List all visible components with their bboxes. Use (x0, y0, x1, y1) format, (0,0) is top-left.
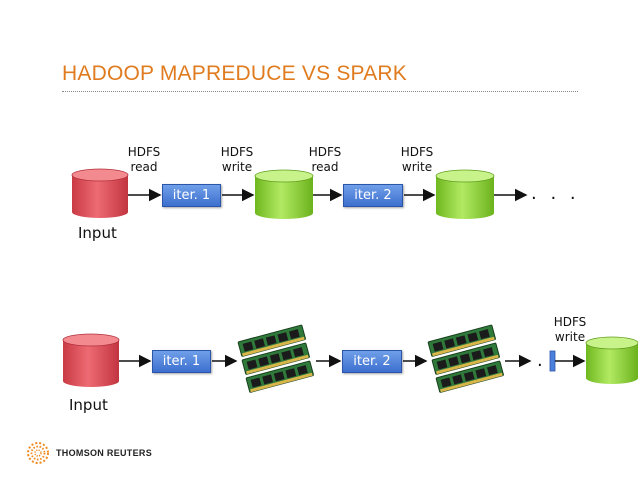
hdfs-database-mapreduce-2 (435, 169, 495, 219)
spark-continuation: . (537, 350, 547, 371)
hdfs-write-marker (549, 350, 556, 372)
mapreduce-continuation: . . . (531, 183, 580, 204)
mapreduce-iter-1-box: iter. 1 (162, 184, 221, 207)
spark-iter-1-box: iter. 1 (152, 350, 211, 373)
mapreduce-iter-2-box: iter. 2 (343, 184, 403, 207)
memory-ram-icon-1 (237, 324, 315, 393)
input-database-mapreduce (71, 168, 129, 218)
spark-iter-2-box: iter. 2 (342, 350, 402, 373)
hdfs-database-mapreduce-1 (254, 169, 314, 219)
mapreduce-input-label: Input (78, 224, 117, 242)
memory-ram-icon-2 (427, 324, 505, 393)
title-divider (62, 91, 578, 92)
spark-input-label: Input (69, 396, 108, 414)
thomson-reuters-logo-icon (27, 442, 49, 464)
slide-title: HADOOP MAPREDUCE VS SPARK (62, 62, 407, 85)
input-database-spark (62, 333, 120, 387)
brand-name: THOMSON REUTERS (56, 448, 153, 458)
hdfs-database-spark (585, 336, 638, 384)
